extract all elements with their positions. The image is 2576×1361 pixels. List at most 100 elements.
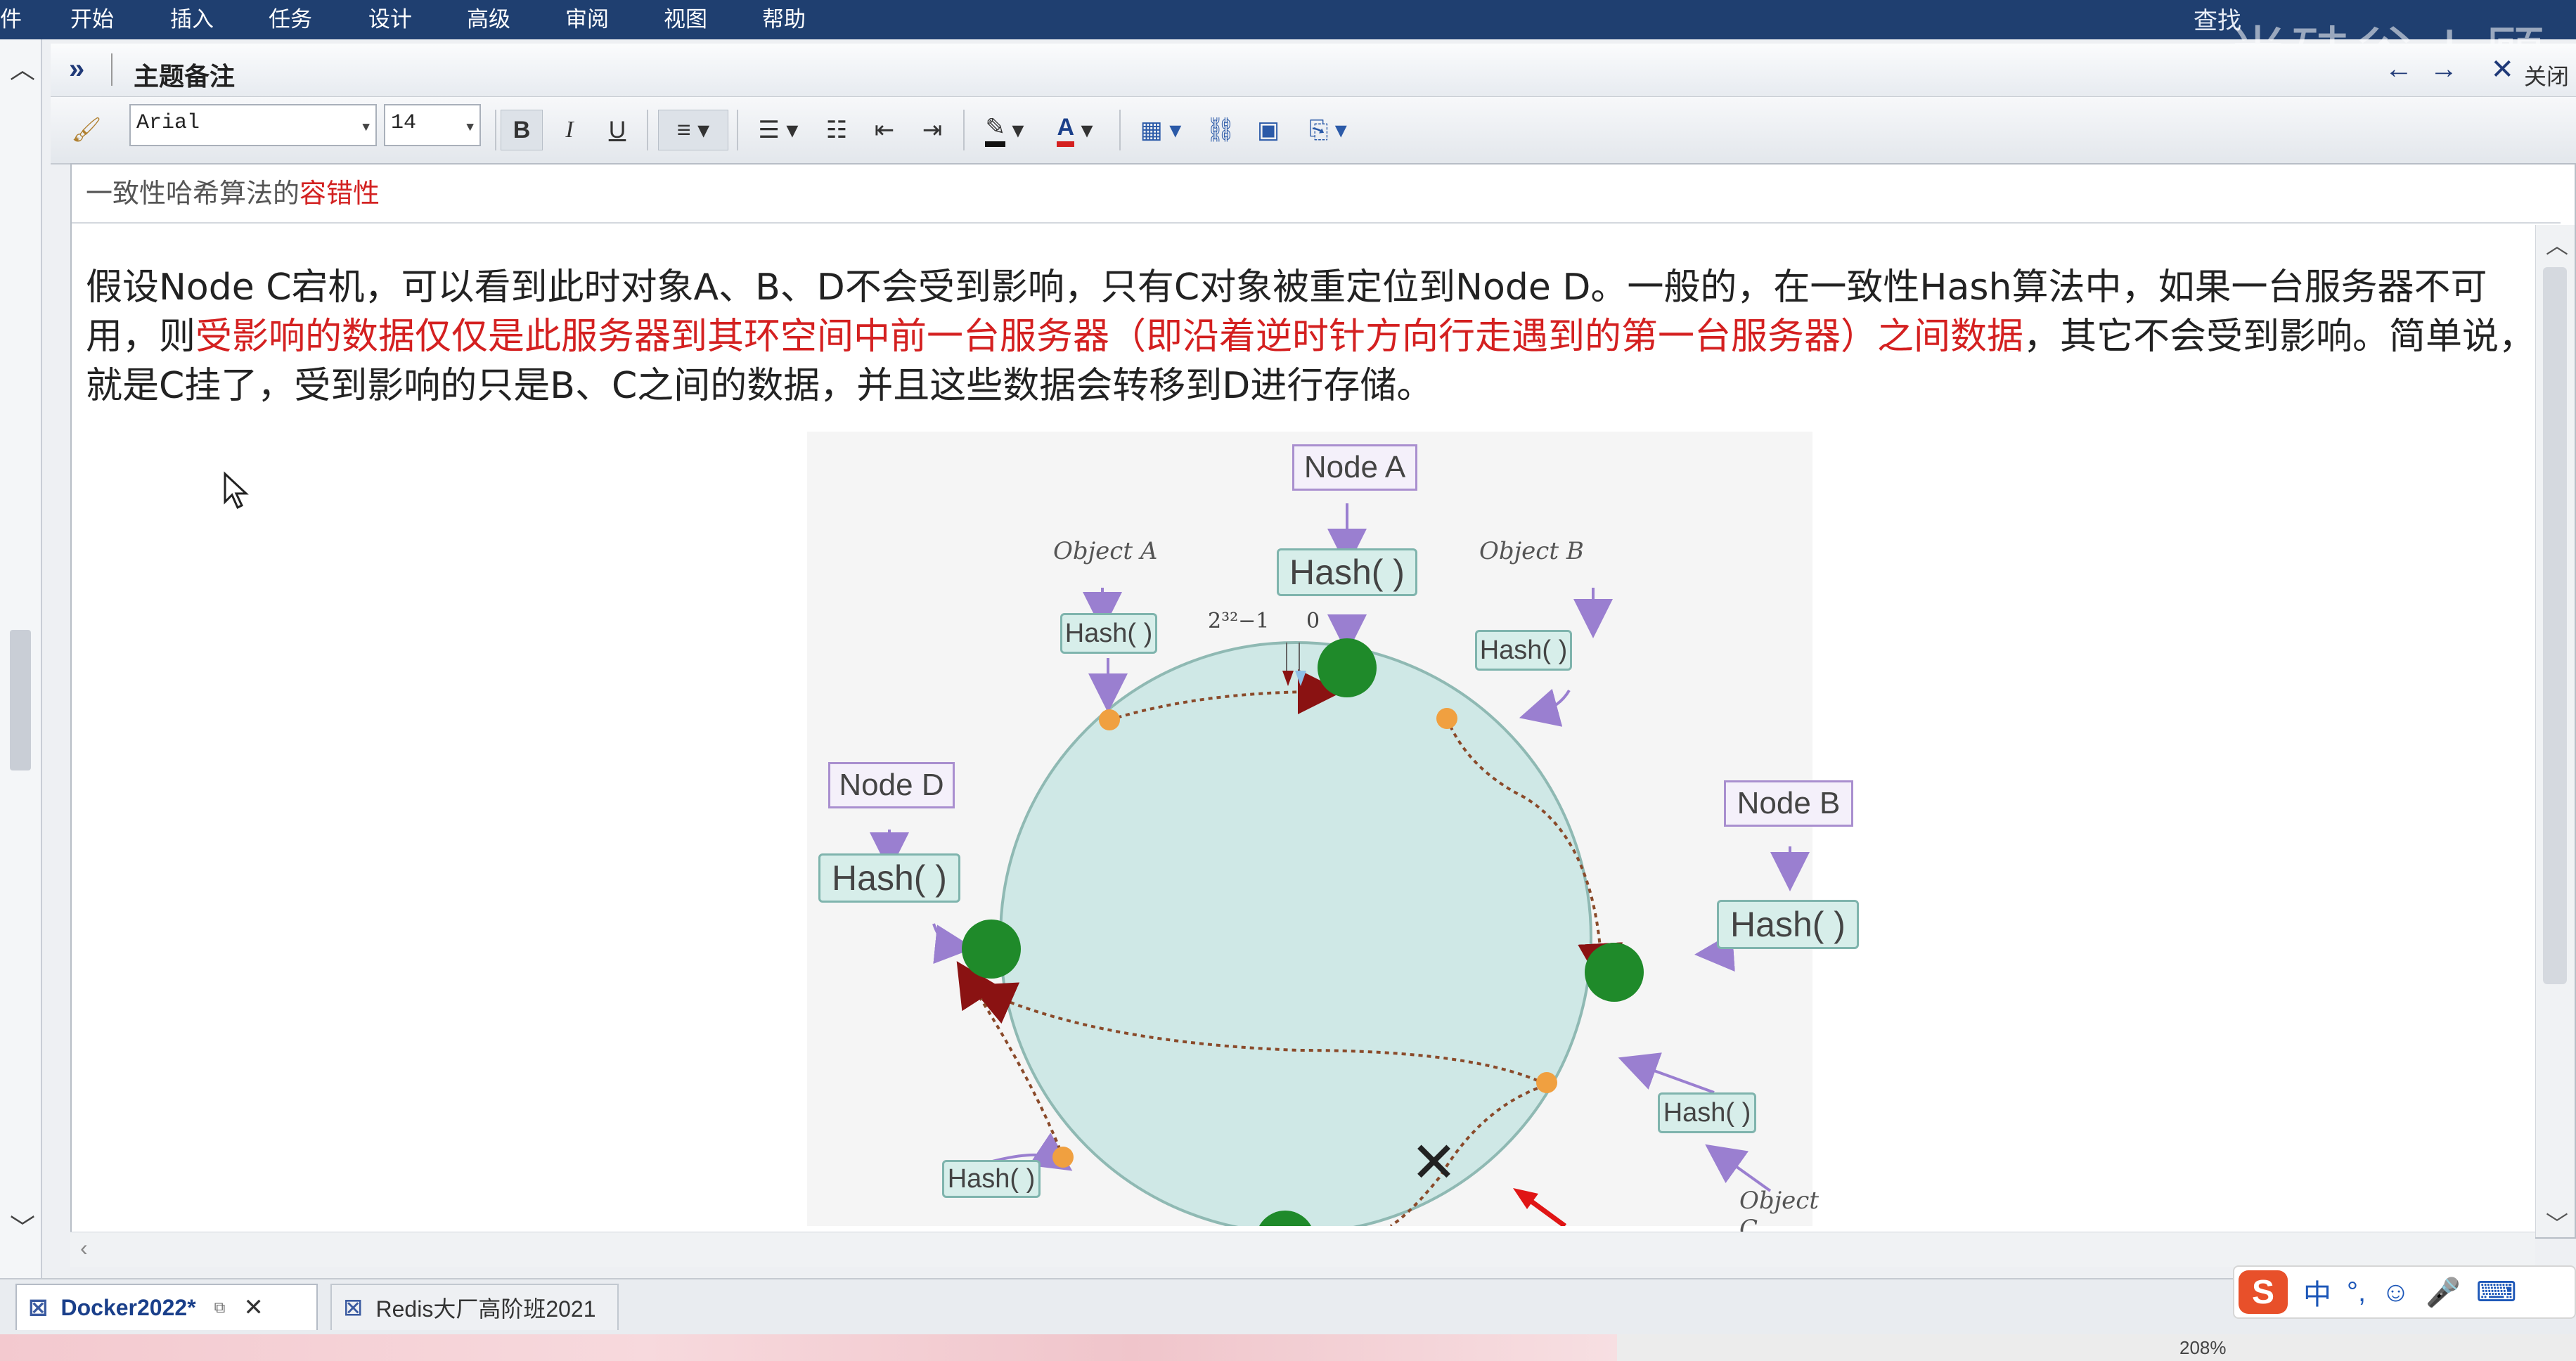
- format-painter-icon[interactable]: 🖌: [71, 117, 102, 143]
- dropdown-arrow-icon: ▼: [466, 121, 474, 135]
- tab-redis-2021[interactable]: ⊠ Redis大厂高阶班2021: [330, 1284, 619, 1330]
- underline-button[interactable]: U: [608, 116, 626, 143]
- toolbar-separator: [647, 110, 648, 150]
- font-family-value: Arial: [136, 111, 200, 135]
- object-b-label: Object B: [1479, 537, 1584, 565]
- mindmap-file-icon: ⊠: [343, 1294, 363, 1321]
- left-scroll-thumb[interactable]: [10, 630, 31, 770]
- font-size-select[interactable]: 14 ▼: [384, 104, 481, 146]
- close-tab-icon[interactable]: ✕: [243, 1294, 264, 1321]
- vertical-scrollbar[interactable]: ︿ ﹀: [2535, 225, 2575, 1237]
- decrease-indent-icon[interactable]: ⇤: [874, 117, 895, 143]
- insert-object-icon[interactable]: ⎘ ▾: [1309, 117, 1347, 143]
- mouse-cursor-icon: [224, 471, 249, 510]
- insert-link-icon[interactable]: ⛓: [1205, 117, 1236, 143]
- header-separator: [111, 53, 112, 86]
- notes-editor[interactable]: 一致性哈希算法的容错性 假设Node C宕机，可以看到此时对象A、B、D不会受到…: [70, 163, 2576, 1243]
- node-a-label: Node A: [1292, 444, 1417, 491]
- topic-title-highlight: 容错性: [300, 178, 380, 209]
- document-tab-bar: ⊠ Docker2022* ⧉ ✕ ⊠ Redis大厂高阶班2021: [0, 1278, 2576, 1334]
- back-arrow-icon[interactable]: ←: [2385, 53, 2413, 84]
- menu-item-advanced[interactable]: 高级: [467, 7, 510, 32]
- scroll-down-icon[interactable]: ﹀: [10, 1213, 36, 1242]
- node-b-label: Node B: [1724, 780, 1853, 827]
- menu-item-task[interactable]: 任务: [269, 7, 312, 32]
- increase-indent-icon[interactable]: ⇥: [922, 117, 943, 143]
- font-family-select[interactable]: Arial ▼: [129, 104, 377, 146]
- node-d-label: Node D: [828, 762, 955, 808]
- hash-box-object-a: Hash( ): [1060, 613, 1157, 654]
- toolbar-separator: [495, 110, 496, 150]
- object-dot: [1052, 1147, 1074, 1168]
- topic-title-prefix: 一致性哈希算法的: [86, 178, 300, 209]
- font-color-icon[interactable]: A ▾: [1043, 110, 1107, 150]
- left-collapsed-pane: ︿ ﹀: [0, 39, 42, 1284]
- align-left-icon[interactable]: ≡ ▾: [658, 110, 728, 150]
- menu-item-view[interactable]: 视图: [664, 7, 707, 32]
- paragraph-text-2: ，其它不会受到影响。简单说，就是C挂了，受到影响的只是B、C之间的数据，并且这些…: [86, 316, 2536, 407]
- scroll-left-icon[interactable]: ‹: [80, 1235, 88, 1260]
- microphone-icon[interactable]: 🎤: [2425, 1277, 2461, 1308]
- forward-arrow-icon[interactable]: →: [2430, 53, 2458, 84]
- object-a-dot: [1099, 709, 1120, 730]
- node-d-dot: [962, 920, 1021, 979]
- menu-item-review[interactable]: 审阅: [565, 7, 609, 32]
- toolbar-separator: [1119, 110, 1121, 150]
- scroll-down-icon[interactable]: ﹀: [2546, 1211, 2569, 1237]
- float-tab-icon[interactable]: ⧉: [214, 1298, 226, 1316]
- close-button[interactable]: 关闭: [2523, 64, 2569, 89]
- zoom-level: 208%: [2179, 1337, 2227, 1358]
- formatting-toolbar: 🖌 Arial ▼ 14 ▼ B I U ≡ ▾ ☰ ▾ ☷ ⇤ ⇥ ✎ ▾ A…: [51, 97, 2576, 165]
- menu-item-help[interactable]: 帮助: [762, 7, 806, 32]
- hash-ring-graphic: [870, 503, 1810, 1226]
- tab-docker2022[interactable]: ⊠ Docker2022* ⧉ ✕: [15, 1284, 318, 1330]
- italic-button[interactable]: I: [565, 117, 574, 143]
- paragraph-text-1: 假设Node C宕机，可以看到此时对象A、B、D不会受到影响，只有C对象被重定位…: [86, 266, 2487, 358]
- emoji-icon[interactable]: ☺: [2381, 1276, 2410, 1308]
- note-paragraph[interactable]: 假设Node C宕机，可以看到此时对象A、B、D不会受到影响，只有C对象被重定位…: [86, 263, 2546, 411]
- mindmap-file-icon: ⊠: [28, 1294, 49, 1321]
- scroll-up-icon[interactable]: ︿: [10, 55, 36, 84]
- bold-button[interactable]: B: [501, 110, 543, 150]
- scroll-up-icon[interactable]: ︿: [2546, 233, 2569, 258]
- expand-chevron-icon[interactable]: »: [69, 53, 85, 84]
- sogou-logo-icon[interactable]: S: [2239, 1270, 2288, 1314]
- menu-bar: 件 开始 插入 任务 设计 高级 审阅 视图 帮助 查找 尚硅谷 | 顾: [0, 0, 2576, 91]
- insert-table-icon[interactable]: ▦ ▾: [1140, 117, 1182, 143]
- horizontal-scrollbar[interactable]: ‹: [70, 1232, 2535, 1267]
- tab-label: Docker2022*: [60, 1294, 196, 1320]
- ring-max-label: 2³²−1: [1208, 609, 1270, 633]
- punctuation-icon[interactable]: °,: [2347, 1276, 2366, 1308]
- menu-item-cutoff[interactable]: 件: [0, 7, 22, 32]
- keyboard-icon[interactable]: ⌨: [2475, 1277, 2517, 1308]
- numbered-list-icon[interactable]: ☰ ▾: [758, 117, 799, 143]
- find-button[interactable]: 查找: [2194, 8, 2241, 34]
- object-b-dot: [1436, 708, 1457, 729]
- notes-panel-header: » 主题备注 ← → ✕ 关闭: [51, 44, 2576, 97]
- ring-zero-label: 0: [1306, 609, 1320, 633]
- close-icon[interactable]: ✕: [2490, 54, 2514, 85]
- hash-box-node-d: Hash( ): [818, 853, 960, 903]
- consistent-hash-diagram: Node A Hash( ) Object A Hash( ) Object B…: [807, 432, 1859, 1243]
- paragraph-highlight: 受影响的数据仅仅是此服务器到其环空间中前一台服务器（即沿着逆时针方向行走遇到的第…: [195, 316, 2024, 358]
- hash-box-object-b: Hash( ): [1475, 630, 1572, 671]
- insert-image-icon[interactable]: ▣: [1256, 117, 1280, 143]
- hash-ring: [999, 641, 1592, 1226]
- scroll-thumb[interactable]: [2543, 267, 2567, 984]
- topic-title: 一致性哈希算法的容错性: [86, 172, 380, 210]
- object-a-label: Object A: [1053, 537, 1158, 565]
- panel-title: 主题备注: [134, 63, 236, 91]
- menu-item-insert[interactable]: 插入: [170, 7, 214, 32]
- menu-item-start[interactable]: 开始: [70, 7, 114, 32]
- menu-item-design[interactable]: 设计: [368, 7, 412, 32]
- toolbar-separator: [963, 110, 965, 150]
- toolbar-separator: [737, 110, 738, 150]
- dropdown-arrow-icon: ▼: [362, 121, 370, 135]
- highlight-color-icon[interactable]: ✎ ▾: [973, 110, 1036, 150]
- node-a-dot: [1318, 638, 1377, 697]
- node-c-dot: [1259, 1211, 1311, 1226]
- ime-language-toggle[interactable]: 中: [2303, 1279, 2331, 1310]
- hash-box-object-bottom: Hash( ): [942, 1160, 1041, 1198]
- ime-toolbar: S 中 °, ☺ 🎤 ⌨: [2233, 1265, 2576, 1319]
- bullet-list-icon[interactable]: ☷: [825, 117, 848, 143]
